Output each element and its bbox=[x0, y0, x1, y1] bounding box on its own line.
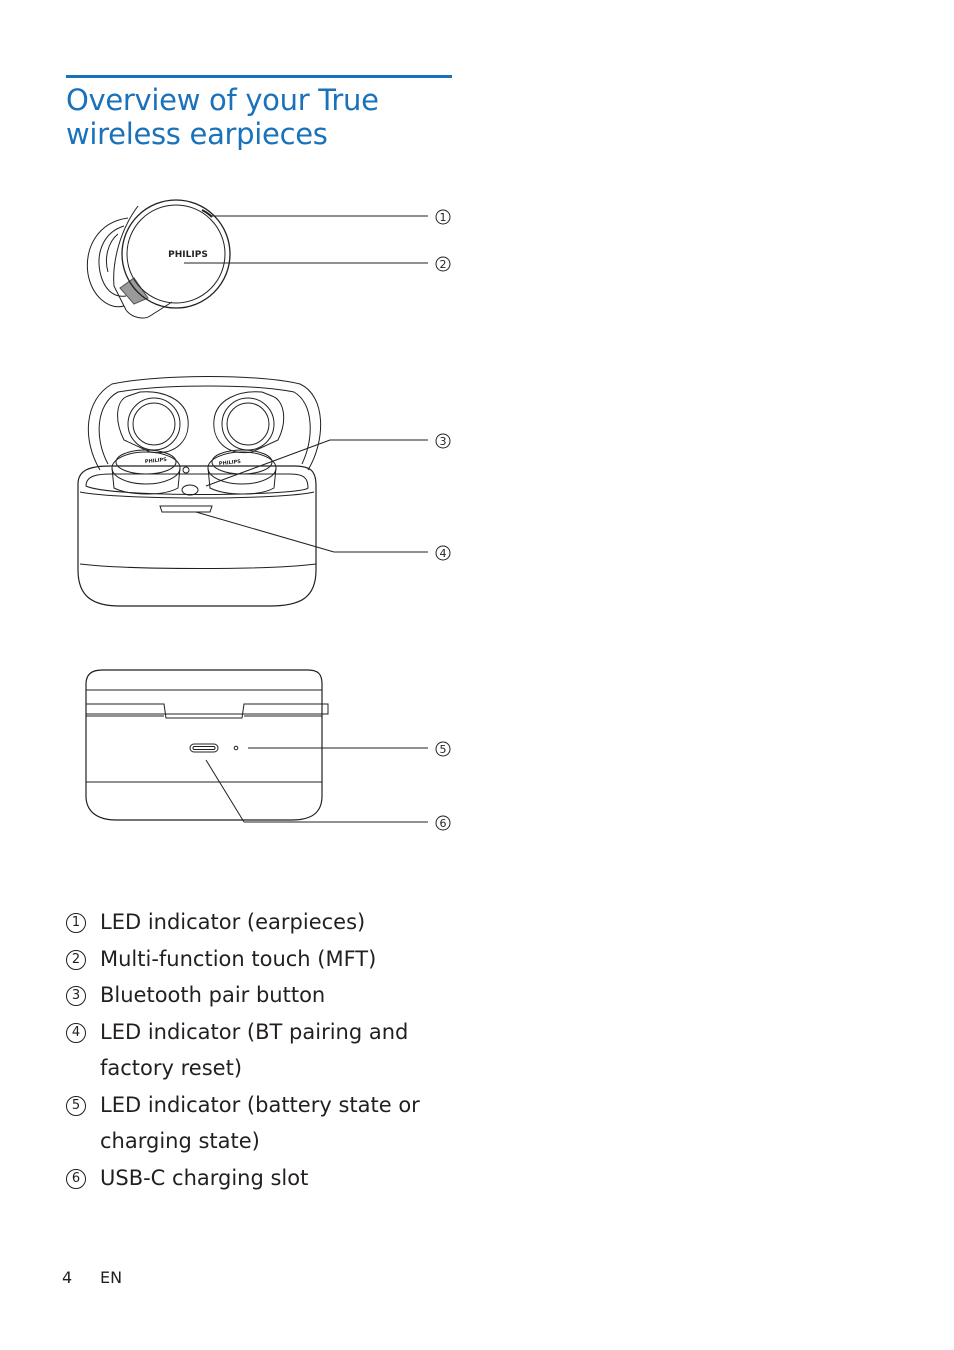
product-illustrations: PHILIPS PHILIPS PHILIPS 1 2 3 4 5 6 bbox=[77, 199, 451, 831]
svg-text:4: 4 bbox=[440, 547, 447, 560]
callout-markers: 1 2 3 4 5 6 bbox=[435, 209, 451, 831]
legend-item: 6 USB-C charging slot bbox=[66, 1160, 486, 1197]
legend-item: 1 LED indicator (earpieces) bbox=[66, 904, 486, 941]
svg-text:6: 6 bbox=[440, 817, 447, 830]
svg-text:1: 1 bbox=[440, 211, 447, 224]
legend-item: 3 Bluetooth pair button bbox=[66, 977, 486, 1014]
legend-item: 5 LED indicator (battery state or chargi… bbox=[66, 1087, 486, 1160]
language-code: EN bbox=[100, 1268, 123, 1287]
callout-5: 5 bbox=[435, 741, 451, 757]
callout-3: 3 bbox=[435, 433, 451, 449]
parts-legend: 1 LED indicator (earpieces) 2 Multi-func… bbox=[66, 904, 486, 1196]
callout-6: 6 bbox=[435, 815, 451, 831]
svg-text:3: 3 bbox=[440, 435, 447, 448]
legend-text: Bluetooth pair button bbox=[100, 983, 326, 1007]
earpiece-illustration bbox=[86, 199, 231, 319]
case-earbud-brand-left: PHILIPS bbox=[145, 457, 168, 465]
legend-number: 5 bbox=[66, 1095, 86, 1116]
svg-text:5: 5 bbox=[440, 743, 447, 756]
legend-number: 1 bbox=[66, 913, 86, 933]
legend-text: USB-C charging slot bbox=[100, 1165, 309, 1190]
legend-text: LED indicator (BT pairing and factory re… bbox=[100, 1019, 409, 1081]
callout-2: 2 bbox=[435, 256, 451, 272]
page-number: 4 bbox=[62, 1268, 73, 1287]
svg-text:2: 2 bbox=[440, 258, 447, 271]
legend-text: LED indicator (battery state or charging… bbox=[100, 1092, 420, 1154]
legend-number: 4 bbox=[66, 1022, 86, 1043]
title-rule bbox=[66, 75, 452, 78]
callout-lines bbox=[184, 215, 428, 823]
case-earbud-brand-right: PHILIPS bbox=[219, 459, 242, 467]
callout-4: 4 bbox=[435, 545, 451, 561]
earpiece-brand-text: PHILIPS bbox=[168, 250, 208, 260]
legend-text: Multi-function touch (MFT) bbox=[100, 946, 377, 971]
callout-1: 1 bbox=[435, 209, 451, 225]
open-case-illustration bbox=[77, 376, 322, 607]
legend-text: LED indicator (earpieces) bbox=[100, 910, 366, 934]
legend-item: 2 Multi-function touch (MFT) bbox=[66, 941, 486, 978]
legend-number: 6 bbox=[66, 1168, 86, 1189]
closed-case-illustration bbox=[85, 669, 329, 821]
legend-item: 4 LED indicator (BT pairing and factory … bbox=[66, 1014, 486, 1087]
legend-number: 3 bbox=[66, 986, 86, 1006]
legend-number: 2 bbox=[66, 949, 86, 970]
page-title: Overview of your True wireless earpieces bbox=[66, 83, 379, 151]
